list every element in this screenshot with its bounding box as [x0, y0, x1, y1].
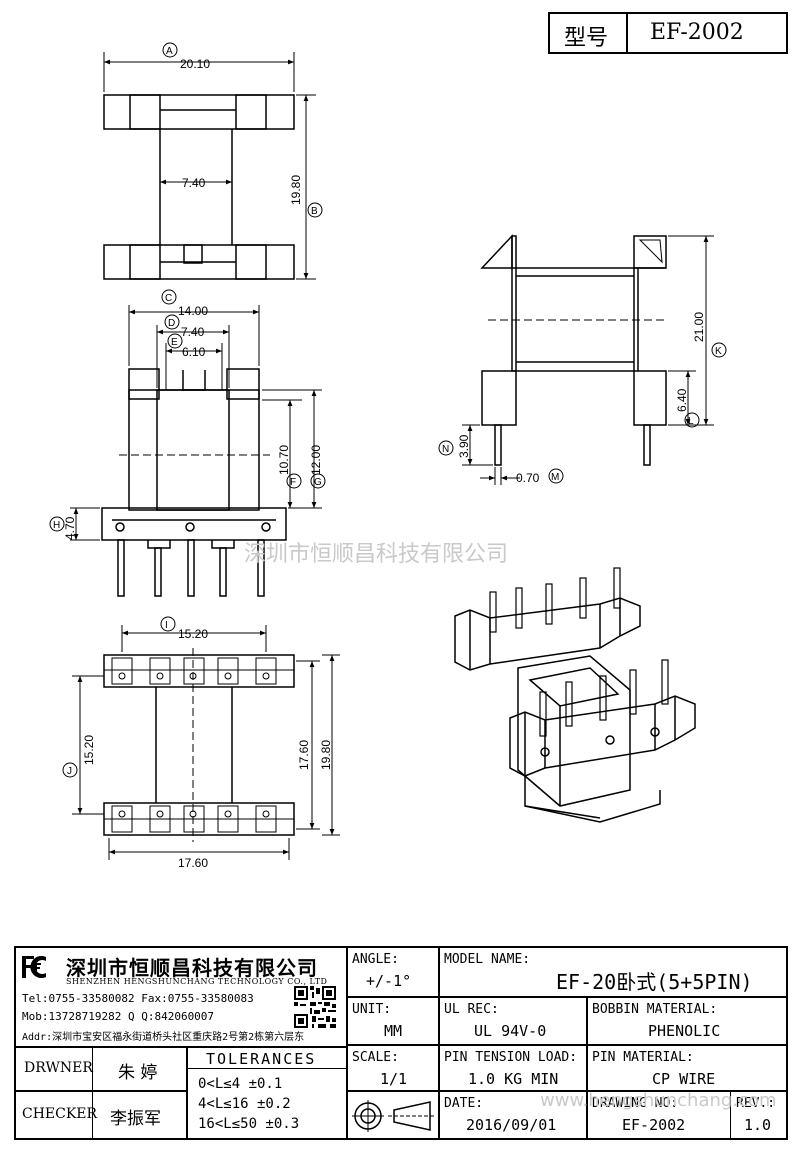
scale-label: SCALE: [352, 1050, 399, 1065]
qr-code-icon [294, 986, 336, 1028]
rev-label: REV.: [736, 1096, 776, 1111]
company-name-cn: 深圳市恒顺昌科技有限公司 [66, 956, 318, 980]
projection-symbol-icon [352, 1096, 434, 1136]
dim-I: 15.20 [178, 627, 208, 641]
tolerance-row-1: 0<L≤4 ±0.1 [198, 1076, 283, 1092]
date-label: DATE: [444, 1096, 484, 1111]
side-view [462, 234, 714, 485]
company-addr: Addr:深圳市宝安区福永街道桥头社区重庆路2号第2栋第六层东 [22, 1032, 305, 1043]
label-A [162, 42, 178, 58]
checker-value: 李振军 [110, 1109, 161, 1129]
model-no: EF-2002 [650, 20, 744, 45]
dim-bottom-h2: 19.80 [319, 740, 333, 770]
angle-label: ANGLE: [352, 952, 399, 967]
ul-rec-label: UL REC: [444, 1002, 499, 1017]
unit-label: UNIT: [352, 1002, 392, 1017]
dim-M: 0.70 [516, 471, 540, 485]
label-I-text: I [165, 620, 168, 631]
drawer-label: DRWNER [24, 1060, 93, 1076]
isometric-view [454, 567, 696, 823]
label-D-text: D [168, 318, 175, 329]
tolerance-row-2: 4<L≤16 ±0.2 [198, 1096, 291, 1112]
type-label: 型号 [564, 26, 609, 51]
angle-value: +/-1° [366, 972, 412, 990]
label-E-text: E [171, 337, 178, 348]
dim-D: 7.40 [181, 325, 205, 339]
date-value: 2016/09/01 [466, 1116, 557, 1134]
dim-L: 6.40 [675, 388, 689, 412]
pin-tension-label: PIN TENSION LOAD: [444, 1050, 578, 1065]
label-F-text: F [290, 477, 296, 488]
dim-inner-top: 7.40 [182, 176, 206, 190]
model-name-label: MODEL NAME: [444, 952, 531, 967]
bobbin-material-label: BOBBIN MATERIAL: [592, 1002, 718, 1017]
dim-A: 20.10 [180, 57, 210, 71]
company-tel: Tel:0755-33580082 Fax:0755-33580083 [22, 992, 254, 1005]
scale-value: 1/1 [380, 1070, 408, 1088]
company-logo-icon [20, 954, 62, 980]
watermark-url: www.hengshunchang.com [540, 1090, 777, 1111]
label-M-text: M [551, 472, 559, 483]
drawer-value: 朱 婷 [118, 1063, 158, 1083]
pin-tension-value: 1.0 KG MIN [468, 1070, 559, 1088]
title-block [14, 946, 788, 1140]
dim-F: 10.70 [277, 445, 291, 475]
dim-H: 4.70 [63, 516, 77, 540]
dim-K: 21.00 [692, 312, 706, 342]
pin-material-value: CP WIRE [652, 1070, 716, 1088]
checker-label: CHECKER [22, 1106, 98, 1122]
rev-value: 1.0 [744, 1116, 772, 1134]
drawing-no-value: EF-2002 [622, 1116, 686, 1134]
drawing-no-label: DRAWING NO: [592, 1096, 679, 1111]
watermark-cn: 深圳市恒顺昌科技有限公司 [244, 542, 509, 567]
ul-rec-value: UL 94V-0 [474, 1022, 547, 1040]
model-name-value: EF-20卧式(5+5PIN) [556, 970, 753, 994]
bobbin-material-value: PHENOLIC [648, 1022, 721, 1040]
dim-E: 6.10 [182, 345, 206, 359]
tolerance-row-3: 16<L≤50 ±0.3 [198, 1116, 300, 1132]
label-B-text: B [311, 206, 318, 217]
dim-J: 15.20 [82, 735, 96, 765]
technical-drawing: A 20.10 7.40 19.80 B C 14.00 D 7.40 E 6.… [49, 42, 727, 870]
label-K-text: K [715, 346, 722, 357]
dim-bottom-h1: 17.60 [297, 740, 311, 770]
dim-B: 19.80 [289, 175, 303, 205]
label-A-text: A [166, 46, 173, 57]
dim-N: 3.90 [457, 434, 471, 458]
pin-material-label: PIN MATERIAL: [592, 1050, 694, 1065]
label-N-text: N [442, 444, 449, 455]
dim-G: 12.00 [309, 445, 323, 475]
company-name-en: SHENZHEN HENGSHUNCHANG TECHNOLOGY CO., L… [66, 977, 328, 986]
label-J-text: J [67, 766, 72, 777]
unit-value: MM [384, 1022, 403, 1040]
top-view [103, 52, 316, 280]
label-G-text: G [314, 477, 322, 488]
front-view [70, 305, 322, 597]
dim-bottom-w: 17.60 [178, 856, 208, 870]
model-header: 型号 EF-2002 [548, 12, 788, 54]
bottom-view [72, 625, 340, 860]
tolerances-label: TOLERANCES [206, 1050, 317, 1068]
company-mob: Mob:13728719282 Q Q:842060007 [22, 1010, 215, 1023]
label-L-text: L [688, 416, 694, 427]
label-C-text: C [165, 293, 172, 304]
dim-C: 14.00 [178, 304, 208, 318]
label-H-text: H [53, 520, 60, 531]
